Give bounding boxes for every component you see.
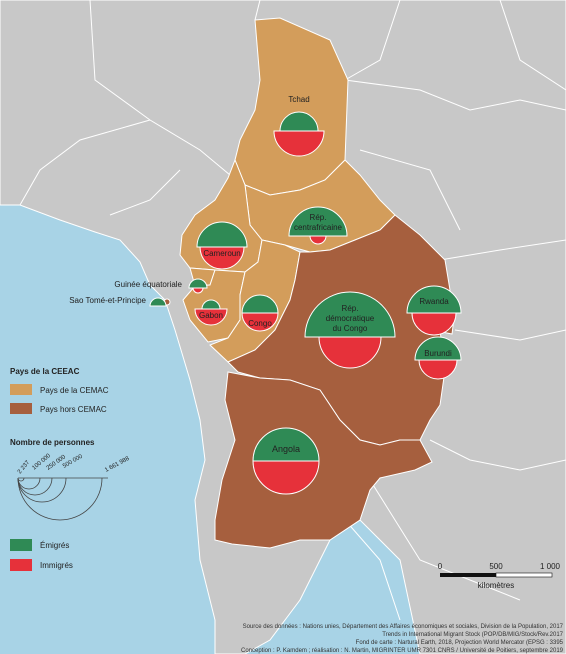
label-tchad: Tchad: [288, 95, 309, 104]
source-line-3: Fond de carte : Nartural Earth, 2018, Pr…: [356, 640, 564, 646]
label-angola: Angola: [272, 444, 300, 454]
label-guinee: Guinée équatoriale: [114, 280, 182, 289]
legend-emigres-swatch: [10, 539, 32, 551]
tchad-emigres-symbol: [279, 111, 319, 132]
source-line-2: Trends in International Migrant Stock (P…: [382, 632, 563, 638]
size-arc-100000: [17, 477, 41, 490]
source-line-4: Conception : P. Kamdem ; réalisation : N…: [241, 648, 564, 654]
legend-cemac-label: Pays de la CEMAC: [40, 386, 109, 395]
legend-non-cemac-swatch: [10, 403, 32, 414]
label-congo: Congo: [248, 319, 272, 328]
guinee-emigres-symbol: [188, 278, 208, 289]
scale-bar: 0 500 1 000 kilomètres: [438, 562, 561, 590]
scale-bar-white: [495, 572, 553, 578]
label-rdc-1: Rép.: [342, 304, 359, 313]
size-arc-500000: [17, 477, 67, 503]
rdc-immigres-symbol: [318, 336, 382, 369]
legend-size-circles: [17, 477, 108, 521]
label-sao-tome: Sao Tomé-et-Principe: [69, 296, 146, 305]
congo-immigres-symbol: [241, 312, 279, 332]
legend-immigres-swatch: [10, 559, 32, 571]
label-rdc-3: du Congo: [333, 324, 368, 333]
label-rwanda: Rwanda: [419, 297, 449, 306]
scale-bar-black: [440, 573, 496, 577]
rca-immigres-symbol: [309, 235, 327, 245]
label-gabon: Gabon: [199, 311, 223, 320]
congo-emigres-symbol: [241, 294, 279, 314]
guinee-immigres-symbol: [192, 287, 204, 294]
country-angola: [214, 371, 433, 549]
legend-emigres-label: Émigrés: [40, 541, 69, 550]
rwanda-immigres-symbol: [411, 312, 457, 336]
source-line-1: Source des données : Nations unies, Dépa…: [243, 624, 564, 630]
symbols: [149, 111, 462, 495]
scale-tick-0: 0: [438, 562, 443, 571]
legend-size-title: Nombre de personnes: [10, 438, 95, 447]
country-labels: Tchad Rép. centrafricaine Cameroun Guiné…: [69, 95, 452, 454]
legend-immigres-label: Immigrés: [40, 561, 73, 570]
rwanda-emigres-symbol: [406, 285, 462, 314]
rdc-emigres-symbol: [304, 291, 396, 338]
size-arc-1661988: [17, 477, 103, 521]
legend-non-cemac-label: Pays hors CEMAC: [40, 405, 107, 414]
legend-cemac-swatch: [10, 384, 32, 395]
label-burundi: Burundi: [424, 349, 452, 358]
size-arc-250000: [17, 477, 53, 496]
burundi-immigres-symbol: [418, 359, 458, 380]
neighbour-borders: [19, 0, 566, 621]
gabon-immigres-symbol: [194, 308, 228, 326]
tchad-immigres-symbol: [273, 130, 325, 157]
angola-emigres-symbol: [252, 427, 320, 462]
rca-emigres-symbol: [288, 206, 348, 237]
source-block: Source des données : Nations unies, Dépa…: [241, 624, 564, 654]
scale-tick-1000: 1 000: [540, 562, 561, 571]
sao-tome-emigres-symbol: [149, 297, 167, 307]
label-rdc-2: démocratique: [326, 314, 375, 323]
burundi-emigres-symbol: [414, 336, 462, 361]
angola-immigres-symbol: [252, 460, 320, 495]
label-cameroun: Cameroun: [203, 249, 240, 258]
label-rca-2: centrafricaine: [294, 223, 343, 232]
size-arc-2237: [17, 477, 25, 482]
cameroun-emigres-symbol: [196, 221, 248, 248]
legend-ceeac-title: Pays de la CEEAC: [10, 367, 80, 376]
scale-tick-500: 500: [489, 562, 503, 571]
gabon-emigres-symbol: [201, 299, 221, 310]
scale-unit: kilomètres: [478, 581, 514, 590]
label-rca-1: Rép.: [310, 213, 327, 222]
cameroun-immigres-symbol: [199, 246, 245, 270]
